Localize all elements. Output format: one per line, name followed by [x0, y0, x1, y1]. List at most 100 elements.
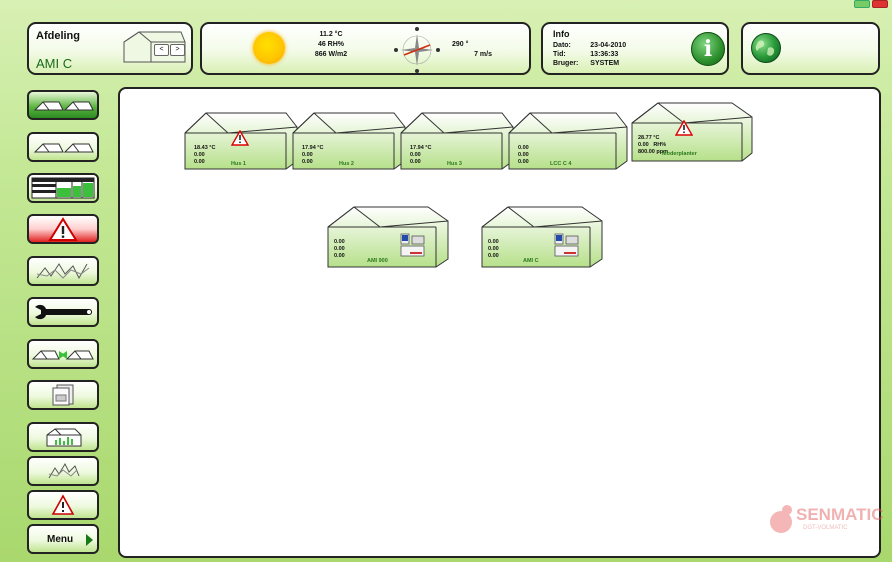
- house-transfer-button[interactable]: [27, 339, 99, 369]
- house-name: Hus 3: [447, 161, 462, 167]
- department-prev-button[interactable]: <: [154, 44, 169, 56]
- house-name: LCC C 4: [550, 161, 572, 167]
- house-name: AMI 900: [367, 258, 388, 264]
- house-name: Hus 1: [231, 161, 246, 167]
- small-alarm-button[interactable]: [27, 490, 99, 520]
- globe-panel[interactable]: [741, 22, 880, 75]
- house-value: 0.00: [302, 152, 313, 158]
- logo-sub: DGT-VOLMATIC: [803, 525, 848, 531]
- house-graph-button[interactable]: [27, 422, 99, 452]
- house-name: AMI C: [523, 258, 539, 264]
- department-value: AMI C: [36, 56, 73, 71]
- wrench-icon: [35, 304, 92, 320]
- info-table: Dato: 23-04-2010 Tid: 13:36:33 Bruger: S…: [553, 41, 638, 68]
- small-graph-button[interactable]: [27, 456, 99, 486]
- houses-button[interactable]: [27, 132, 99, 162]
- house-value: 0.00: [518, 152, 529, 158]
- weather-readings: 11.2 °C 46 RH% 866 W/m2: [296, 30, 366, 60]
- greenhouse-icon: [400, 112, 514, 170]
- documents-button[interactable]: [27, 380, 99, 410]
- house-card[interactable]: 17.94 °C 0.00 0.00 Hus 2: [288, 99, 406, 176]
- house-unit: RH%: [653, 142, 667, 148]
- info-value: 23-04-2010: [590, 42, 627, 49]
- department-next-button[interactable]: >: [170, 44, 185, 56]
- compass-icon: [394, 27, 440, 73]
- computer-icon: [554, 233, 579, 257]
- house-value: 0.00: [638, 142, 649, 148]
- house-humidity-line: 0.00 RH%: [638, 142, 668, 149]
- house-card[interactable]: 18.43 °C 0.00 0.00 Hus 1: [180, 99, 298, 176]
- house-temp: 28.77 °C: [638, 135, 660, 141]
- greenhouse-icon: [292, 112, 406, 170]
- document-icon: [52, 384, 74, 406]
- info-label: Tid:: [553, 51, 566, 58]
- graph-button[interactable]: [27, 256, 99, 286]
- outside-temperature: 11.2 °C: [319, 31, 343, 38]
- graph-icon: [36, 263, 90, 280]
- house-card[interactable]: 28.77 °C 0.00 RH% 800.00 ppm Moderplante…: [628, 97, 754, 174]
- house-unit: ppm: [656, 149, 668, 155]
- greenhouse-icon: [508, 112, 628, 170]
- house-value: 800.00: [638, 149, 655, 155]
- house-name: Hus 2: [339, 161, 354, 167]
- table-button[interactable]: [27, 173, 99, 203]
- service-button[interactable]: [27, 297, 99, 327]
- info-row-user: Bruger: SYSTEM: [553, 59, 638, 68]
- house-temp: 17.94 °C: [302, 145, 324, 151]
- wind-speed: 7 m/s: [474, 51, 492, 58]
- info-label: Dato:: [553, 42, 571, 49]
- info-panel: Info Dato: 23-04-2010 Tid: 13:36:33 Brug…: [541, 22, 729, 75]
- house-value: 0.00: [488, 246, 499, 252]
- two-houses-outline-icon: [33, 143, 94, 153]
- window-controls: [854, 0, 888, 8]
- house-value: 0.00: [410, 159, 421, 165]
- weather-panel: 11.2 °C 46 RH% 866 W/m2 290 ° 7 m/s: [200, 22, 531, 75]
- house-card[interactable]: 17.94 °C 0.00 0.00 Hus 3: [396, 99, 514, 176]
- house-readings: 0.00 0.00 0.00: [488, 239, 499, 260]
- outside-humidity: 46 RH%: [317, 41, 345, 48]
- house-readings: 17.94 °C 0.00 0.00: [410, 145, 431, 166]
- overview-button[interactable]: [27, 90, 99, 120]
- alarm-icon: [675, 120, 693, 136]
- greenhouse-icon: [631, 102, 753, 162]
- logo-brand: SENMATIC: [796, 505, 884, 524]
- menu-label: Menu: [47, 534, 74, 545]
- house-card[interactable]: 0.00 0.00 0.00 LCC C 4: [504, 99, 628, 176]
- house-temp: 18.43 °C: [194, 145, 216, 151]
- sun-icon: [253, 32, 285, 64]
- globe-icon[interactable]: [751, 33, 781, 63]
- info-row-time: Tid: 13:36:33: [553, 50, 638, 59]
- info-value: 13:36:33: [590, 51, 619, 58]
- house-co2-line: 800.00 ppm: [638, 149, 668, 156]
- house-readings: 0.00 0.00 0.00: [518, 145, 529, 166]
- overview-area: 18.43 °C 0.00 0.00 Hus 1 17.94 °C 0.00 0…: [118, 87, 884, 558]
- outside-radiation: 866 W/m2: [314, 51, 348, 58]
- info-value: SYSTEM: [590, 60, 620, 67]
- close-button[interactable]: [872, 0, 888, 8]
- logo-dot: [782, 505, 792, 515]
- house-value: 0.00: [334, 253, 345, 259]
- house-value: 0.00: [410, 152, 421, 158]
- menu-button[interactable]: Menu: [27, 524, 99, 554]
- house-value: 0.00: [302, 159, 313, 165]
- house-card[interactable]: 0.00 0.00 0.00 AMI 900: [324, 201, 450, 278]
- info-label: Bruger:: [553, 60, 579, 67]
- house-temp: 17.94 °C: [410, 145, 432, 151]
- greenhouse-icon: [481, 206, 603, 268]
- house-graph-icon: [46, 428, 82, 447]
- small-alarm-icon: [51, 494, 75, 515]
- logo-dot: [770, 511, 792, 533]
- table-icon: [31, 177, 95, 199]
- wind-readings: 290 ° 7 m/s: [452, 40, 492, 60]
- info-title: Info: [553, 29, 570, 39]
- minimize-button[interactable]: [854, 0, 870, 8]
- info-icon[interactable]: i: [691, 32, 725, 66]
- senmatic-logo: SENMATIC DGT-VOLMATIC: [760, 501, 884, 541]
- info-row-date: Dato: 23-04-2010: [553, 41, 638, 50]
- house-card[interactable]: 0.00 0.00 0.00 AMI C: [478, 201, 604, 278]
- house-name: Moderplanter: [662, 151, 697, 157]
- alarm-button[interactable]: [27, 214, 99, 244]
- alarm-icon: [231, 130, 249, 146]
- department-title: Afdeling: [36, 30, 80, 42]
- house-readings: 18.43 °C 0.00 0.00: [194, 145, 215, 166]
